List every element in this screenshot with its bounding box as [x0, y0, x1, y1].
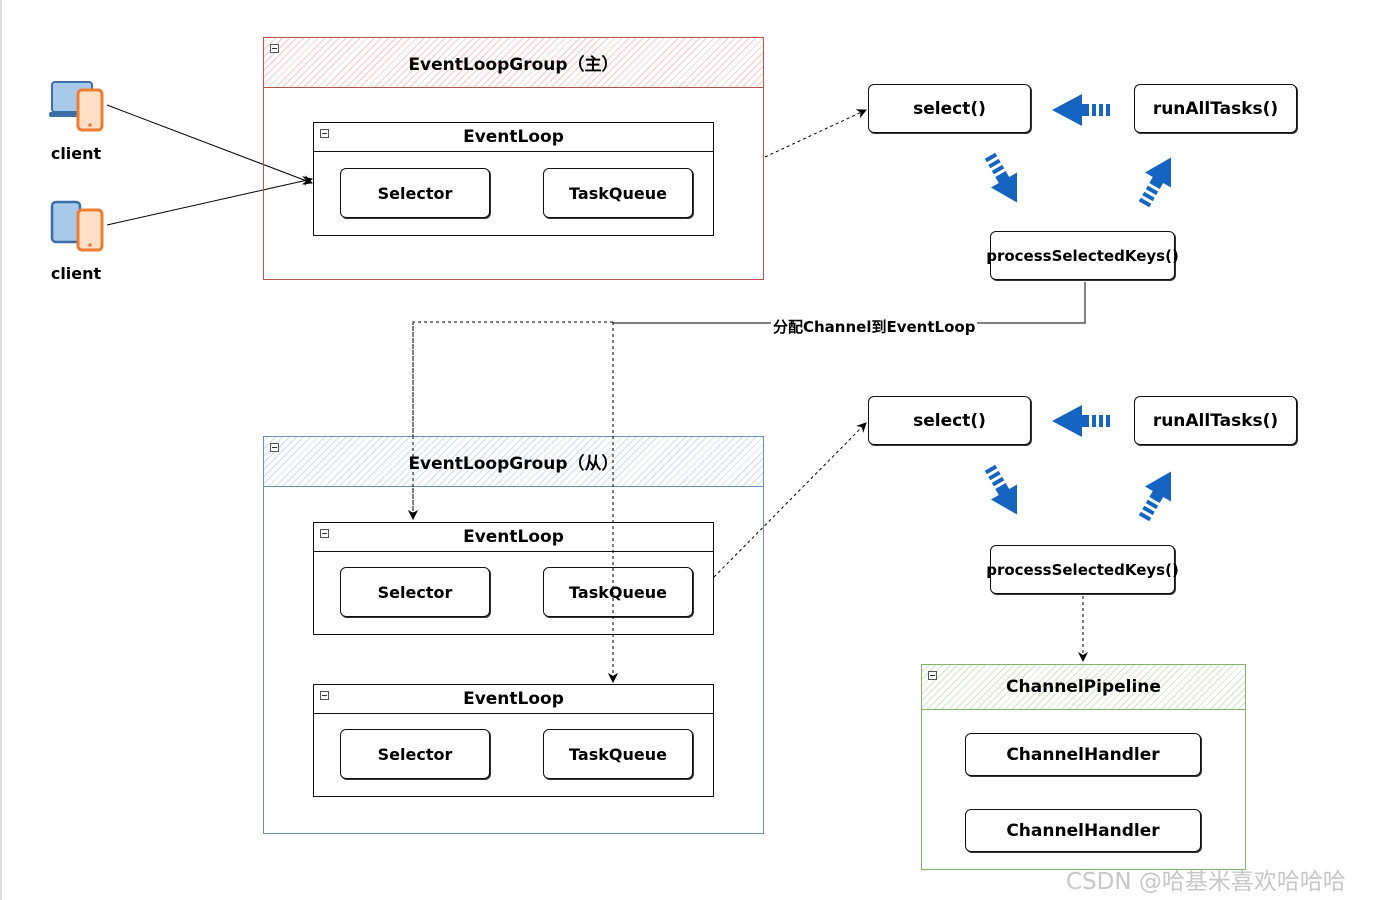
boss-process-keys-box: processSelectedKeys() [986, 231, 1179, 280]
worker-group-title: EventLoopGroup（从） [408, 454, 619, 474]
worker-run-all-tasks-box: runAllTasks() [1134, 396, 1297, 445]
boss-selector-box: Selector [340, 168, 490, 218]
client-label-2: client [50, 264, 102, 283]
worker2-selector-box: Selector [340, 729, 490, 779]
pipeline-header: ChannelPipeline [922, 665, 1245, 710]
worker-to-select-arrow [713, 422, 867, 578]
worker-event-loop-1-title: EventLoop [463, 527, 564, 547]
channel-handler-box-2: ChannelHandler [965, 809, 1201, 852]
worker-select-box: select() [868, 396, 1031, 445]
boss-to-select-arrow [764, 109, 867, 158]
collapse-icon[interactable] [320, 129, 329, 138]
pipeline-title: ChannelPipeline [1006, 677, 1161, 697]
collapse-icon[interactable] [270, 44, 279, 53]
client-label-1: client [50, 144, 102, 163]
collapse-icon[interactable] [320, 691, 329, 700]
worker1-taskqueue-box: TaskQueue [543, 567, 693, 617]
channel-handler-box-1: ChannelHandler [965, 733, 1201, 776]
worker-group-header: EventLoopGroup（从） [264, 437, 763, 487]
boss-cycle-up-arrow [1138, 157, 1171, 208]
worker-process-keys-box: processSelectedKeys() [986, 545, 1179, 594]
worker1-selector-box: Selector [340, 567, 490, 617]
assign-channel-line [613, 282, 1086, 324]
laptop-phone-icon [49, 81, 104, 132]
client-device-1 [48, 78, 108, 134]
worker-cycle-up-arrow [1138, 471, 1171, 522]
boss-event-loop-group: EventLoopGroup（主） [263, 37, 764, 280]
channel-pipeline-group: ChannelPipeline [921, 664, 1246, 870]
tablet-phone-icon [50, 200, 104, 252]
worker-cycle-left-arrow [1052, 405, 1110, 437]
collapse-icon[interactable] [928, 671, 937, 680]
boss-run-all-tasks-box: runAllTasks() [1134, 84, 1297, 133]
client1-arrow [106, 104, 313, 185]
collapse-icon[interactable] [270, 443, 279, 452]
boss-event-loop-header: EventLoop [314, 123, 713, 152]
boss-event-loop-title: EventLoop [463, 127, 564, 147]
collapse-icon[interactable] [320, 529, 329, 538]
worker-event-loop-2-header: EventLoop [314, 685, 713, 714]
worker-cycle-down-arrow [984, 464, 1017, 515]
boss-cycle-down-arrow [984, 152, 1017, 203]
worker-event-loop-group: EventLoopGroup（从） [263, 436, 764, 834]
boss-select-box: select() [868, 84, 1031, 133]
boss-group-header: EventLoopGroup（主） [264, 38, 763, 88]
worker2-taskqueue-box: TaskQueue [543, 729, 693, 779]
assign-channel-label: 分配Channel到EventLoop [771, 316, 978, 337]
boss-cycle-left-arrow [1052, 94, 1110, 126]
client-device-2 [48, 198, 108, 254]
boss-group-title: EventLoopGroup（主） [408, 55, 619, 75]
worker-event-loop-1-header: EventLoop [314, 523, 713, 552]
client2-arrow [106, 176, 313, 226]
boss-taskqueue-box: TaskQueue [543, 168, 693, 218]
worker-event-loop-2-title: EventLoop [463, 689, 564, 709]
csdn-watermark: CSDN @哈基米喜欢哈哈哈 [1066, 869, 1346, 895]
